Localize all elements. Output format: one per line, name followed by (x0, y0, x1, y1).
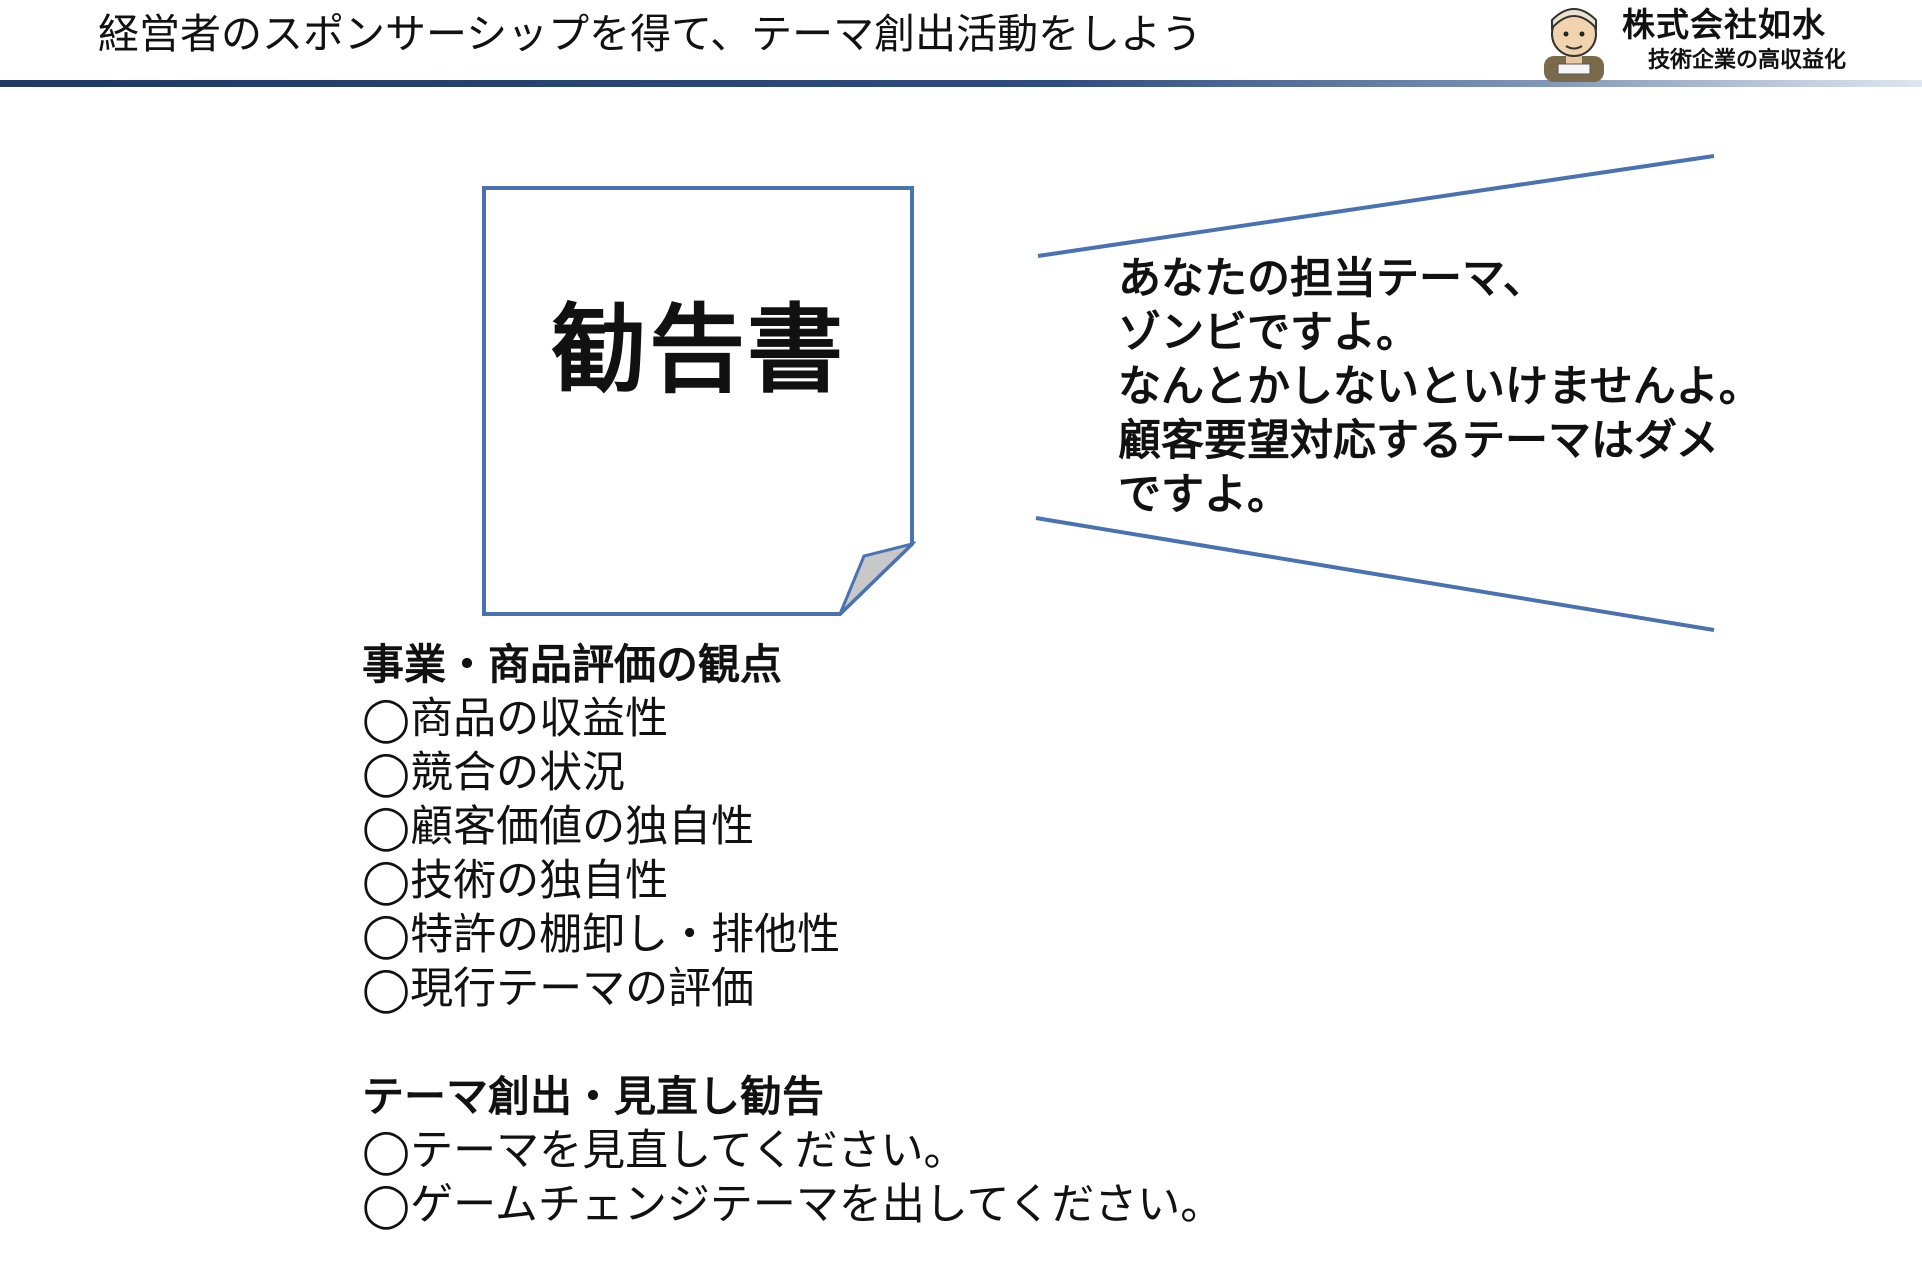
evaluation-section: 事業・商品評価の観点 ◯商品の収益性 ◯競合の状況 ◯顧客価値の独自性 ◯技術の… (362, 638, 840, 1016)
company-logo: 株式会社如水 技術企業の高収益化 (1538, 2, 1878, 82)
speech-line: なんとかしないといけませんよ。 (1118, 362, 1762, 412)
speech-text: あなたの担当テーマ、 ゾンビですよ。 なんとかしないといけませんよ。 顧客要望対… (1118, 252, 1762, 522)
notice-fold (838, 541, 916, 616)
evaluation-item: ◯特許の棚卸し・排他性 (362, 910, 841, 960)
evaluation-item: ◯競合の状況 (362, 748, 626, 798)
evaluation-item: ◯技術の独自性 (362, 856, 669, 906)
recommendation-section: テーマ創出・見直し勧告 ◯テーマを見直してください。 ◯ゲームチェンジテーマを出… (362, 1070, 1223, 1232)
evaluation-item: ◯顧客価値の独自性 (362, 802, 755, 852)
speech-lines (1035, 154, 1715, 632)
speech-line: 顧客要望対応するテーマはダメ (1118, 416, 1719, 466)
person-mascot-icon (1544, 8, 1604, 82)
slide-title: 経営者のスポンサーシップを得て、テーマ創出活動をしよう (98, 10, 1203, 58)
recommendation-item: ◯テーマを見直してください。 (362, 1126, 967, 1176)
speech-line: ですよ。 (1118, 470, 1290, 520)
company-tagline: 技術企業の高収益化 (1648, 47, 1847, 73)
speech-line: ゾンビですよ。 (1118, 308, 1419, 358)
notice-document-icon (482, 186, 916, 616)
evaluation-item: ◯現行テーマの評価 (362, 964, 755, 1014)
speech-line: あなたの担当テーマ、 (1118, 254, 1546, 304)
recommendation-heading: テーマ創出・見直し勧告 (362, 1072, 825, 1121)
speech-line-top (1037, 154, 1715, 258)
company-name: 株式会社如水 (1622, 5, 1826, 44)
notice-title: 勧告書 (551, 294, 845, 406)
speech-line-bottom (1035, 516, 1715, 632)
evaluation-item: ◯商品の収益性 (362, 694, 669, 744)
header-divider (0, 80, 1922, 87)
evaluation-heading: 事業・商品評価の観点 (362, 640, 783, 689)
recommendation-item: ◯ゲームチェンジテーマを出してください。 (362, 1180, 1224, 1230)
